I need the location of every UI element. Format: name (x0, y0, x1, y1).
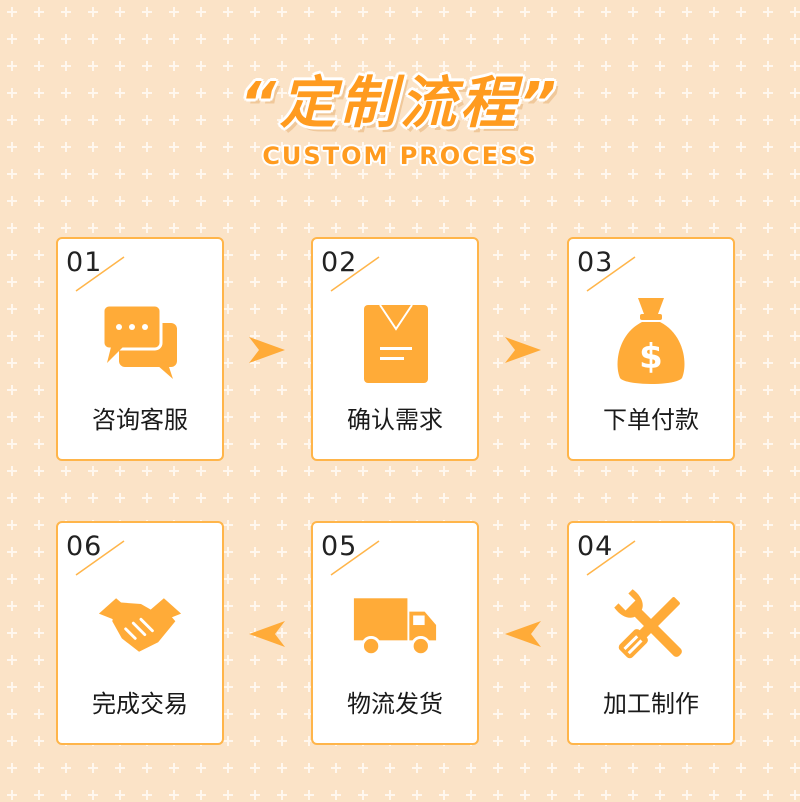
slash-decoration (330, 256, 380, 292)
slash-decoration (586, 256, 636, 292)
step-label: 下单付款 (603, 406, 699, 434)
slash-decoration (75, 540, 125, 576)
step-label: 物流发货 (347, 690, 443, 718)
step-number: 04 (577, 531, 614, 562)
money-bag-icon: $ (608, 298, 694, 385)
step-label: 完成交易 (92, 690, 188, 718)
page-title: “定制流程” (239, 71, 561, 136)
handshake-icon (97, 583, 183, 669)
step-card-01: 01 咨询客服 (56, 237, 224, 461)
chat-bubbles-icon (97, 299, 183, 385)
arrow-left-icon (249, 621, 285, 647)
step-number: 06 (66, 531, 103, 562)
slash-decoration (330, 540, 380, 576)
step-card-04: 04 加工制作 (567, 521, 735, 745)
page-subtitle: CUSTOM PROCESS (262, 142, 538, 170)
slash-decoration (75, 256, 125, 292)
svg-text:$: $ (639, 337, 663, 377)
step-label: 确认需求 (347, 406, 443, 434)
step-number: 05 (321, 531, 358, 562)
step-card-03: 03 $ 下单付款 (567, 237, 735, 461)
arrow-right-icon (505, 337, 541, 363)
step-number: 03 (577, 247, 614, 278)
step-label: 咨询客服 (92, 406, 188, 434)
step-card-02: 02 确认需求 (311, 237, 479, 461)
arrow-right-icon (249, 337, 285, 363)
slash-decoration (586, 540, 636, 576)
wrench-screwdriver-icon (608, 583, 694, 669)
arrow-left-icon (505, 621, 541, 647)
step-card-06: 06 完成交易 (56, 521, 224, 745)
step-number: 02 (321, 247, 358, 278)
step-card-05: 05 物流发货 (311, 521, 479, 745)
step-number: 01 (66, 247, 103, 278)
delivery-truck-icon (352, 583, 438, 669)
clipboard-icon (352, 299, 438, 385)
step-label: 加工制作 (603, 690, 699, 718)
